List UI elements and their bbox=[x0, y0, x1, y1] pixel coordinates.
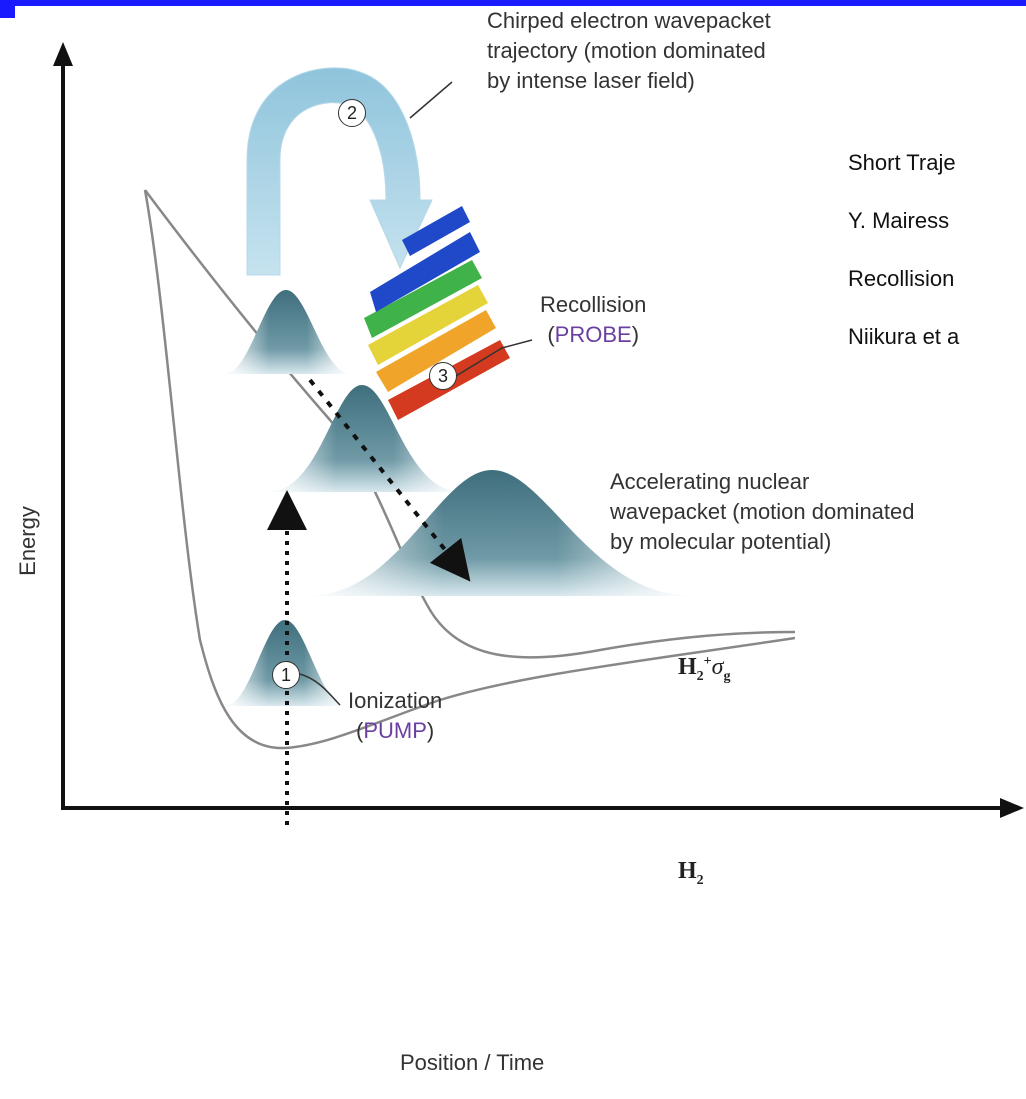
step1-leader-line bbox=[299, 673, 341, 706]
side-text-4: Niikura et a bbox=[848, 324, 960, 349]
nuclear-motion-arrow bbox=[308, 378, 471, 582]
header-tab bbox=[0, 0, 15, 18]
lower-potential-curve bbox=[143, 189, 796, 750]
step3-leader-line bbox=[455, 339, 533, 377]
nuclear-wavepacket-label: Accelerating nuclear wavepacket (motion … bbox=[610, 469, 915, 554]
side-text-1: Short Traje bbox=[848, 150, 956, 175]
upper-potential-curve bbox=[144, 189, 796, 659]
step2-number: 2 bbox=[338, 99, 366, 127]
electron-trajectory-arrow bbox=[246, 67, 433, 276]
step1-number: 1 bbox=[272, 661, 300, 689]
side-text-3: Recollision bbox=[848, 266, 955, 291]
lower-curve-label: H2 bbox=[678, 858, 704, 888]
upper-wavepacket-start bbox=[226, 290, 350, 374]
y-axis-label: Energy bbox=[15, 506, 40, 576]
step2-leader-line bbox=[409, 81, 453, 119]
x-axis bbox=[61, 798, 1024, 818]
upper-curve-label: H2+σg bbox=[678, 654, 731, 684]
recollision-label: Recollision (PROBE) bbox=[540, 292, 647, 347]
step3-number: 3 bbox=[429, 362, 457, 390]
trajectory-label: Chirped electron wavepacket trajectory (… bbox=[487, 8, 771, 93]
ionization-label: Ionization (PUMP) bbox=[348, 688, 443, 743]
side-text-2: Y. Mairess bbox=[848, 208, 950, 233]
x-axis-label: Position / Time bbox=[400, 1050, 545, 1075]
header-bar bbox=[0, 0, 1026, 6]
upper-wavepacket-accelerating bbox=[310, 470, 690, 596]
upper-wavepacket-middle bbox=[270, 385, 460, 492]
y-axis bbox=[53, 42, 73, 808]
